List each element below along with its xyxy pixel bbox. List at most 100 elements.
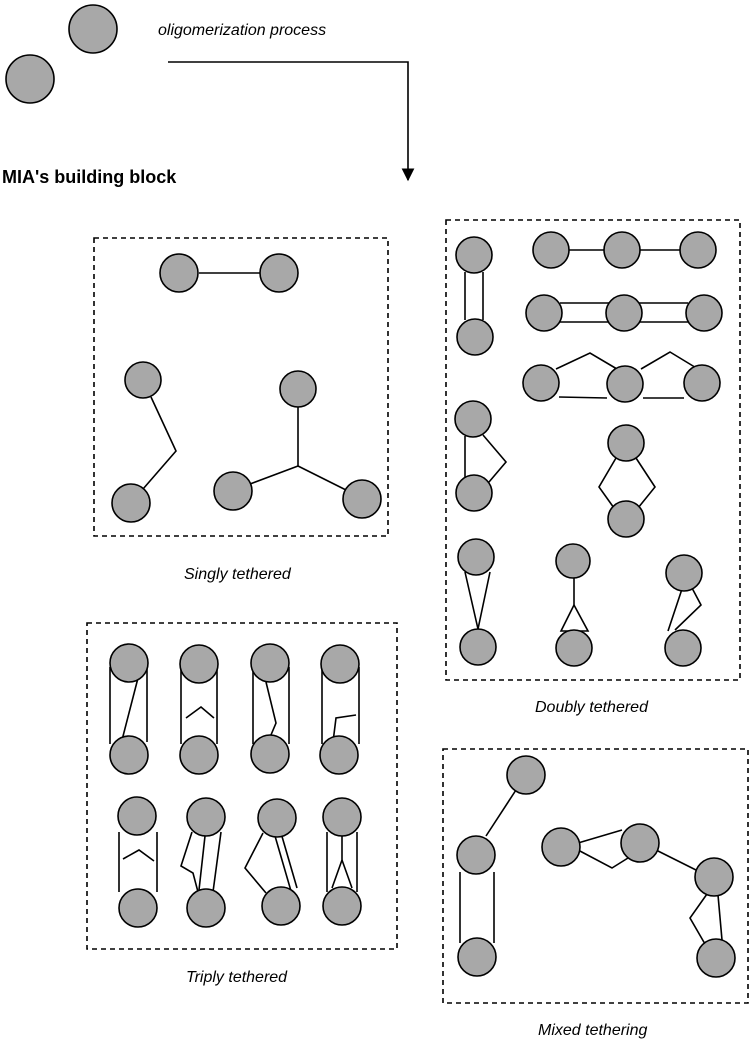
- building-block-ball: [457, 937, 497, 977]
- building-block-ball: [322, 797, 362, 837]
- doubly-tethered-label: Doubly tethered: [535, 699, 648, 716]
- tether-line: [180, 831, 199, 893]
- tether-line: [485, 789, 517, 837]
- building-block-ball: [607, 424, 645, 462]
- triply-tethered-frame: [86, 622, 398, 950]
- building-block-ball: [259, 253, 299, 293]
- building-block-ball: [186, 797, 226, 837]
- building-block-ball: [124, 361, 162, 399]
- building-block-ball: [320, 644, 360, 684]
- tether-line: [297, 465, 347, 491]
- building-block-ball: [506, 755, 546, 795]
- tether-line: [555, 352, 618, 370]
- building-block-ball: [457, 538, 495, 576]
- building-block-ball: [250, 643, 290, 683]
- building-block-ball: [606, 365, 644, 403]
- mixed-tethering-group: [456, 755, 736, 978]
- tether-line: [142, 396, 177, 490]
- building-block-ball: [319, 735, 359, 775]
- building-block-ball: [541, 827, 581, 867]
- process-arrow: [168, 61, 415, 182]
- building-block-ball: [620, 823, 660, 863]
- building-block-ball: [522, 364, 560, 402]
- tether-line: [244, 832, 267, 894]
- building-block-ball: [459, 628, 497, 666]
- building-block-ball: [257, 798, 297, 838]
- tether-line: [717, 894, 723, 941]
- building-block-ball-bottom: [5, 54, 55, 104]
- tether-line: [635, 457, 656, 509]
- triply-tethered-group: [109, 643, 362, 928]
- singly-tethered-group: [111, 253, 382, 523]
- building-block-ball: [456, 835, 496, 875]
- tether-line: [577, 849, 629, 869]
- tether-line: [249, 465, 299, 485]
- mixed-tethering-label: Mixed tethering: [538, 1022, 648, 1039]
- building-block-ball: [455, 474, 493, 512]
- mixed-tethering-frame: [442, 748, 749, 1004]
- building-block-ball: [456, 318, 494, 356]
- building-block-group: [5, 4, 118, 104]
- building-block-ball-top: [68, 4, 118, 54]
- building-block-ball: [111, 483, 151, 523]
- building-block-ball: [109, 643, 149, 683]
- building-block-ball: [603, 231, 641, 269]
- tether-line: [212, 831, 222, 893]
- singly-tethered-frame: [93, 237, 389, 537]
- tether-line: [280, 832, 298, 889]
- tether-line: [655, 849, 699, 872]
- building-block-ball: [683, 364, 721, 402]
- tether-line: [274, 835, 292, 892]
- tether-line: [122, 849, 155, 862]
- building-block-ball: [679, 231, 717, 269]
- tether-line: [331, 836, 343, 889]
- building-block-ball: [179, 644, 219, 684]
- tether-line: [198, 835, 206, 891]
- tether-line: [332, 714, 357, 743]
- building-block-ball: [555, 543, 591, 579]
- tether-line: [674, 587, 702, 631]
- process-label: oligomerization process: [158, 22, 327, 39]
- building-block-label: MIA's building block: [2, 167, 177, 187]
- doubly-tethered-frame: [445, 219, 741, 681]
- building-block-ball: [250, 734, 290, 774]
- triply-tethered-label: Triply tethered: [186, 969, 288, 986]
- building-block-ball: [279, 370, 317, 408]
- building-block-ball: [664, 629, 702, 667]
- tether-line: [120, 677, 139, 745]
- building-block-ball: [322, 886, 362, 926]
- building-block-ball: [159, 253, 199, 293]
- tether-line: [265, 681, 277, 743]
- tether-line: [640, 351, 699, 370]
- tether-line: [341, 859, 353, 889]
- building-block-ball: [179, 735, 219, 775]
- doubly-tethered-group: [454, 231, 723, 667]
- building-block-ball: [454, 400, 492, 438]
- building-block-ball: [342, 479, 382, 519]
- building-block-ball: [532, 231, 570, 269]
- building-block-ball: [605, 294, 643, 332]
- building-block-ball: [665, 554, 703, 592]
- building-block-ball: [525, 294, 563, 332]
- tether-line: [559, 604, 590, 632]
- building-block-ball: [186, 888, 226, 928]
- building-block-ball: [118, 888, 158, 928]
- building-block-ball: [109, 735, 149, 775]
- building-block-ball: [685, 294, 723, 332]
- building-block-ball: [117, 796, 157, 836]
- building-block-ball: [607, 500, 645, 538]
- tether-line: [667, 588, 683, 632]
- tether-line: [689, 893, 708, 945]
- tether-line: [185, 705, 215, 719]
- tether-line: [464, 571, 491, 630]
- building-block-ball: [261, 886, 301, 926]
- tether-line: [558, 396, 608, 399]
- tether-line: [577, 829, 623, 844]
- singly-tethered-label: Singly tethered: [184, 566, 291, 583]
- building-block-ball: [213, 471, 253, 511]
- tether-line: [598, 457, 617, 509]
- building-block-ball: [555, 629, 593, 667]
- building-block-ball: [694, 857, 734, 897]
- tether-line: [482, 434, 508, 483]
